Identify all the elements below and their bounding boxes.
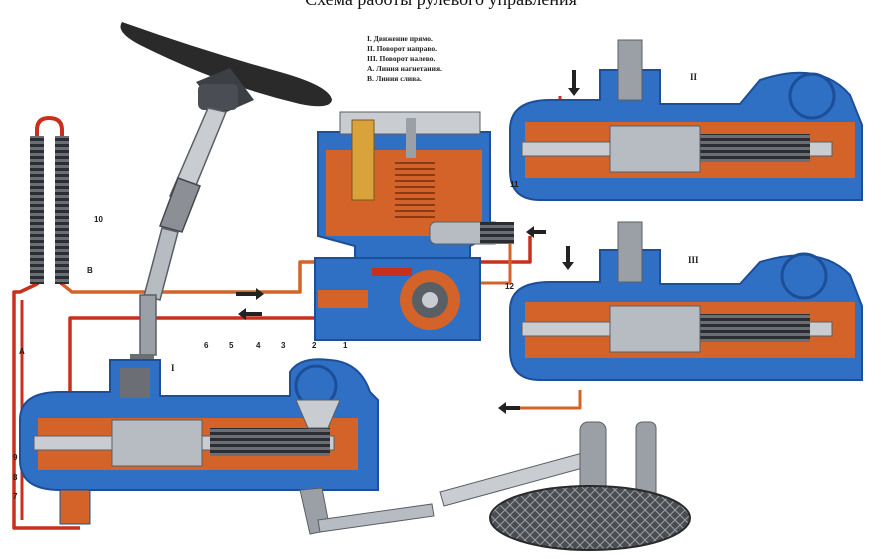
flow-arrows xyxy=(236,70,580,414)
steering-linkage xyxy=(299,421,657,535)
arrow-left-icon xyxy=(238,308,262,320)
part-label: 10 xyxy=(94,215,103,224)
line-label-return: B xyxy=(87,266,93,275)
legend-item: B. Линия слива. xyxy=(367,74,422,83)
oil-pump xyxy=(314,257,481,341)
pressure-line-a xyxy=(12,282,80,530)
steering-gear-straight xyxy=(19,358,379,525)
arrow-right-icon xyxy=(236,288,264,300)
part-label: 4 xyxy=(256,341,261,350)
road-wheel xyxy=(489,485,691,551)
oil-reservoir xyxy=(317,111,514,259)
mode-label-straight: I xyxy=(171,363,175,373)
steering-wheel xyxy=(120,22,332,114)
part-label: 8 xyxy=(13,473,18,482)
part-label: 2 xyxy=(312,341,317,350)
steering-gear-left xyxy=(509,221,863,381)
steering-column xyxy=(130,107,228,374)
mode-label-left: III xyxy=(688,255,699,265)
part-label: 7 xyxy=(13,492,18,501)
mode-label-right: II xyxy=(690,72,698,82)
arrow-left-icon xyxy=(526,226,546,238)
arrow-down-icon xyxy=(562,246,574,270)
legend-item: II. Поворот направо. xyxy=(367,44,437,53)
steering-gear-right xyxy=(509,39,863,201)
arrow-down-icon xyxy=(568,70,580,96)
line-right-bottom xyxy=(518,390,582,410)
part-label: 9 xyxy=(13,453,18,462)
legend-item: A. Линия нагнетания. xyxy=(367,64,442,73)
diagram-title: Схема работы рулевого управления xyxy=(0,0,882,10)
part-label: 12 xyxy=(505,282,514,291)
line-label-pressure: A xyxy=(19,347,25,356)
legend-item: I. Движение прямо. xyxy=(367,34,433,43)
line-to-mid xyxy=(480,240,512,285)
legend-item: III. Поворот налево. xyxy=(367,54,436,63)
pressure-line-a-upper xyxy=(68,316,330,352)
return-line-b xyxy=(60,260,350,294)
line-reservoir-pump xyxy=(480,236,532,264)
arrow-left-icon xyxy=(498,402,520,414)
part-label: 1 xyxy=(343,341,348,350)
legend: I. Движение прямо. II. Поворот направо. … xyxy=(367,34,442,84)
part-label: 3 xyxy=(281,341,286,350)
oil-cooler xyxy=(30,115,69,285)
part-label: 5 xyxy=(229,341,234,350)
part-label: 6 xyxy=(204,341,209,350)
part-label: 11 xyxy=(510,180,519,189)
